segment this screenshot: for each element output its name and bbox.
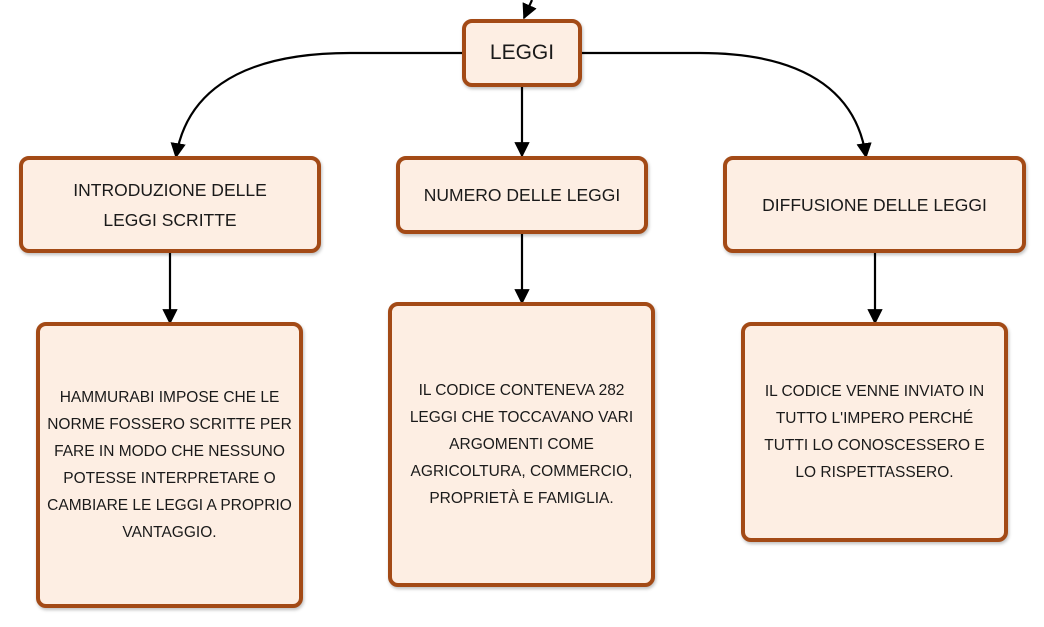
connector-root-to-introduzione [170,51,462,159]
connector-root-to-diffusione [582,51,872,159]
detail-introduzione-text: HAMMURABI IMPOSE CHE LE NORME FOSSERO SC… [47,389,292,541]
node-numero-label: NUMERO DELLE LEGGI [423,185,621,205]
node-introduzione-label: INTRODUZIONE DELLE LEGGI SCRITTE [73,179,267,230]
node-numero-leggi[interactable]: NUMERO DELLE LEGGI [396,156,648,234]
detail-numero-text: IL CODICE CONTENEVA 282 LEGGI CHE TOCCAV… [409,382,634,507]
detail-node-introduzione[interactable]: HAMMURABI IMPOSE CHE LE NORME FOSSERO SC… [36,322,303,608]
incoming-connector [522,0,537,20]
node-diffusione-label: DIFFUSIONE DELLE LEGGI [762,194,987,215]
detail-node-diffusione[interactable]: IL CODICE VENNE INVIATO IN TUTTO L'IMPER… [741,322,1008,542]
detail-diffusione-text: IL CODICE VENNE INVIATO IN TUTTO L'IMPER… [764,383,985,481]
detail-node-numero[interactable]: IL CODICE CONTENEVA 282 LEGGI CHE TOCCAV… [388,302,655,587]
root-node-label: LEGGI [489,41,555,64]
root-node-leggi[interactable]: LEGGI [462,19,582,87]
node-diffusione-leggi[interactable]: DIFFUSIONE DELLE LEGGI [723,156,1026,253]
node-introduzione-leggi-scritte[interactable]: INTRODUZIONE DELLE LEGGI SCRITTE [19,156,321,253]
